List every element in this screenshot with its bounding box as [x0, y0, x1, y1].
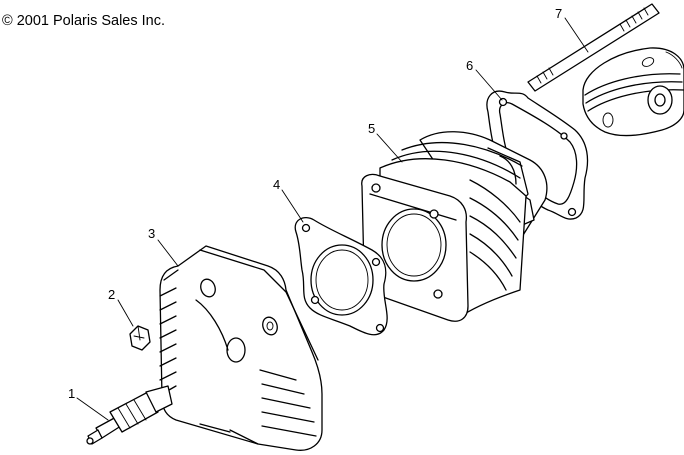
callout-3: 3 — [148, 226, 155, 241]
callout-7: 7 — [555, 6, 562, 21]
part-3-cylinder-head — [159, 245, 323, 451]
callout-2: 2 — [108, 287, 115, 302]
leader-lines — [76, 17, 589, 421]
part-7-stud — [527, 3, 660, 92]
callout-1: 1 — [68, 386, 75, 401]
callout-4: 4 — [273, 177, 280, 192]
piston — [582, 47, 684, 137]
part-1-spark-plug — [86, 385, 173, 445]
copyright-notice: © 2001 Polaris Sales Inc. — [2, 13, 166, 29]
part-4-head-gasket — [294, 217, 388, 336]
part-2-nut — [129, 325, 151, 351]
callout-5: 5 — [368, 121, 375, 136]
callout-6: 6 — [466, 58, 473, 73]
part-5-cylinder — [361, 131, 548, 322]
